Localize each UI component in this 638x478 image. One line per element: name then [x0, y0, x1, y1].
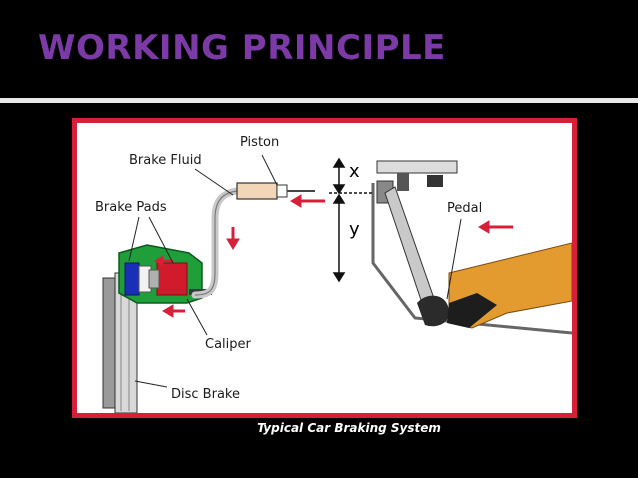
slide-title: WORKING PRINCIPLE	[38, 28, 446, 68]
label-dimension-y: y	[349, 219, 360, 240]
title-divider	[0, 98, 638, 103]
label-brake-pads: Brake Pads	[95, 200, 167, 215]
label-dimension-x: x	[349, 161, 360, 182]
dimension-markers	[329, 157, 373, 283]
label-brake-fluid: Brake Fluid	[129, 153, 202, 168]
label-caliper: Caliper	[205, 337, 251, 352]
figure-caption: Typical Car Braking System	[257, 421, 441, 435]
braking-system-diagram	[102, 154, 572, 413]
label-pedal: Pedal	[447, 201, 483, 216]
caliper	[118, 244, 212, 304]
piston-cylinder	[236, 182, 315, 200]
label-piston: Piston	[240, 135, 280, 150]
force-arrows	[154, 194, 513, 318]
pedal-assembly	[371, 160, 572, 335]
label-disc-brake: Disc Brake	[171, 387, 240, 402]
diagram-frame: Piston Brake Fluid Brake Pads Pedal Cali…	[72, 118, 577, 418]
leader-lines	[128, 154, 462, 388]
